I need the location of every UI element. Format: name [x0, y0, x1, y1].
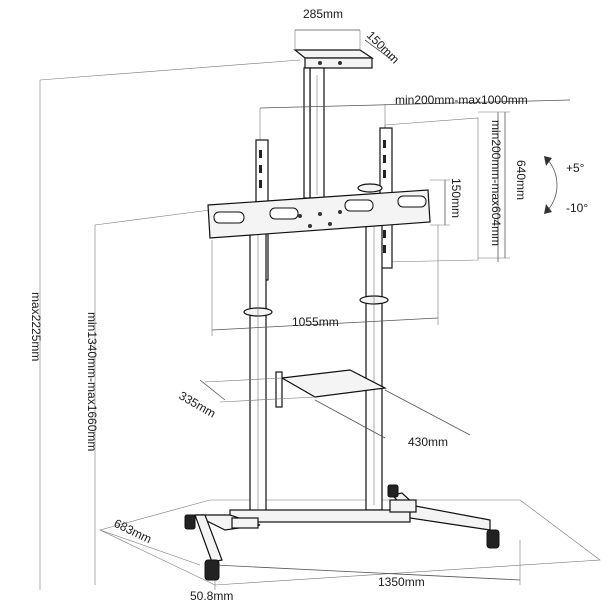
camera-shelf	[293, 29, 393, 69]
label-bracket-width: 1055mm	[292, 315, 339, 329]
bracket-width-dim	[211, 225, 439, 336]
label-base-width: 1350mm	[378, 575, 425, 589]
caster-back-left	[184, 514, 196, 530]
label-tilt-down: -10°	[566, 201, 588, 215]
labels: 285mm 150mm min200mm-max1000mm min200mm-…	[29, 7, 588, 603]
label-camera-shelf-width: 285mm	[303, 7, 343, 21]
extension-lines	[39, 59, 521, 590]
label-shelf-width: 430mm	[408, 435, 448, 449]
label-mount-height: min1340mm-max1660mm	[85, 312, 99, 451]
label-vesa-vertical: min200mm-max604mm	[489, 120, 503, 246]
floor-footprint	[99, 499, 601, 586]
camera-mast	[303, 67, 325, 199]
label-tilt-up: +5°	[566, 161, 585, 175]
label-bracket-height: 640mm	[514, 160, 528, 200]
caster-right	[486, 529, 500, 549]
label-arm-slot-height: 150mm	[449, 178, 463, 218]
label-caster-size: 50.8mm	[190, 589, 233, 603]
caster-back-right	[387, 484, 399, 498]
label-shelf-depth: 335mm	[177, 388, 219, 420]
tilt-indicator	[544, 156, 558, 214]
casters	[184, 484, 500, 581]
middle-shelf	[199, 369, 471, 439]
caster-front-left	[204, 559, 220, 581]
mount-bracket	[207, 189, 431, 239]
base-frame	[194, 492, 491, 563]
label-total-height: max2225mm	[29, 292, 43, 361]
label-vesa-horizontal: min200mm-max1000mm	[395, 93, 528, 107]
